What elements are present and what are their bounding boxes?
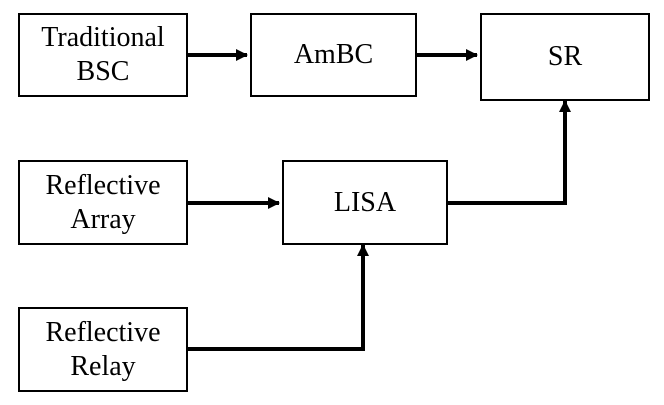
node-sr: SR bbox=[480, 13, 650, 101]
node-traditional-bsc-line1: Traditional bbox=[41, 22, 165, 53]
node-ambc: AmBC bbox=[250, 13, 417, 97]
node-sr-label: SR bbox=[547, 41, 583, 72]
node-reflective-array-line1: Reflective bbox=[45, 169, 161, 201]
node-lisa-label: LISA bbox=[333, 186, 397, 218]
arrow-lisa-to-sr bbox=[448, 100, 571, 205]
node-traditional-bsc: Traditional BSC bbox=[18, 13, 188, 97]
arrow-reflective-relay-to-lisa bbox=[188, 244, 369, 351]
node-reflective-relay-line1: Reflective bbox=[45, 316, 161, 348]
node-reflective-relay-line2: Relay bbox=[70, 350, 136, 382]
node-reflective-relay: Reflective Relay bbox=[18, 307, 188, 392]
node-lisa: LISA bbox=[282, 160, 448, 245]
node-ambc-label: AmBC bbox=[293, 39, 374, 70]
node-traditional-bsc-line2: BSC bbox=[76, 56, 130, 87]
node-reflective-array: Reflective Array bbox=[18, 160, 188, 245]
node-reflective-array-line2: Array bbox=[70, 203, 136, 235]
